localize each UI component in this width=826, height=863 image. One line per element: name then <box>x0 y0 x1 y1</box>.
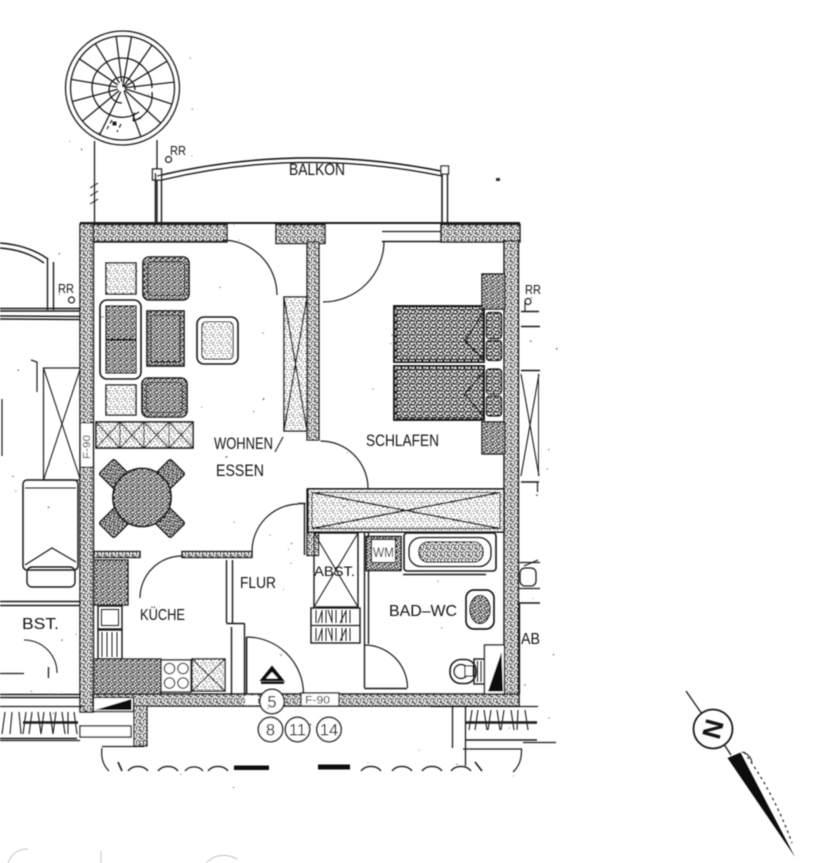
svg-text:F-90: F-90 <box>82 434 93 459</box>
svg-text:KÜCHE: KÜCHE <box>140 606 185 624</box>
svg-text:11: 11 <box>289 722 306 740</box>
svg-text:8: 8 <box>266 722 275 740</box>
svg-text:WOHNEN: WOHNEN <box>214 434 273 453</box>
svg-text:14: 14 <box>320 722 338 740</box>
svg-text:ESSEN: ESSEN <box>216 461 264 480</box>
svg-text:BST.: BST. <box>22 616 59 633</box>
svg-text:AB: AB <box>521 631 540 648</box>
svg-text:5: 5 <box>267 694 276 712</box>
svg-text:WM: WM <box>373 544 394 560</box>
svg-text:SCHLAFEN: SCHLAFEN <box>366 431 439 450</box>
svg-text:ABST.: ABST. <box>314 563 355 579</box>
svg-text:F-90: F-90 <box>305 695 330 707</box>
svg-text:BALKON: BALKON <box>289 160 345 179</box>
svg-text:RR: RR <box>170 143 186 158</box>
svg-text:RR: RR <box>525 282 541 297</box>
svg-text:RR: RR <box>58 281 74 296</box>
svg-text:BAD–WC: BAD–WC <box>389 603 457 620</box>
svg-text:FLUR: FLUR <box>240 575 276 592</box>
